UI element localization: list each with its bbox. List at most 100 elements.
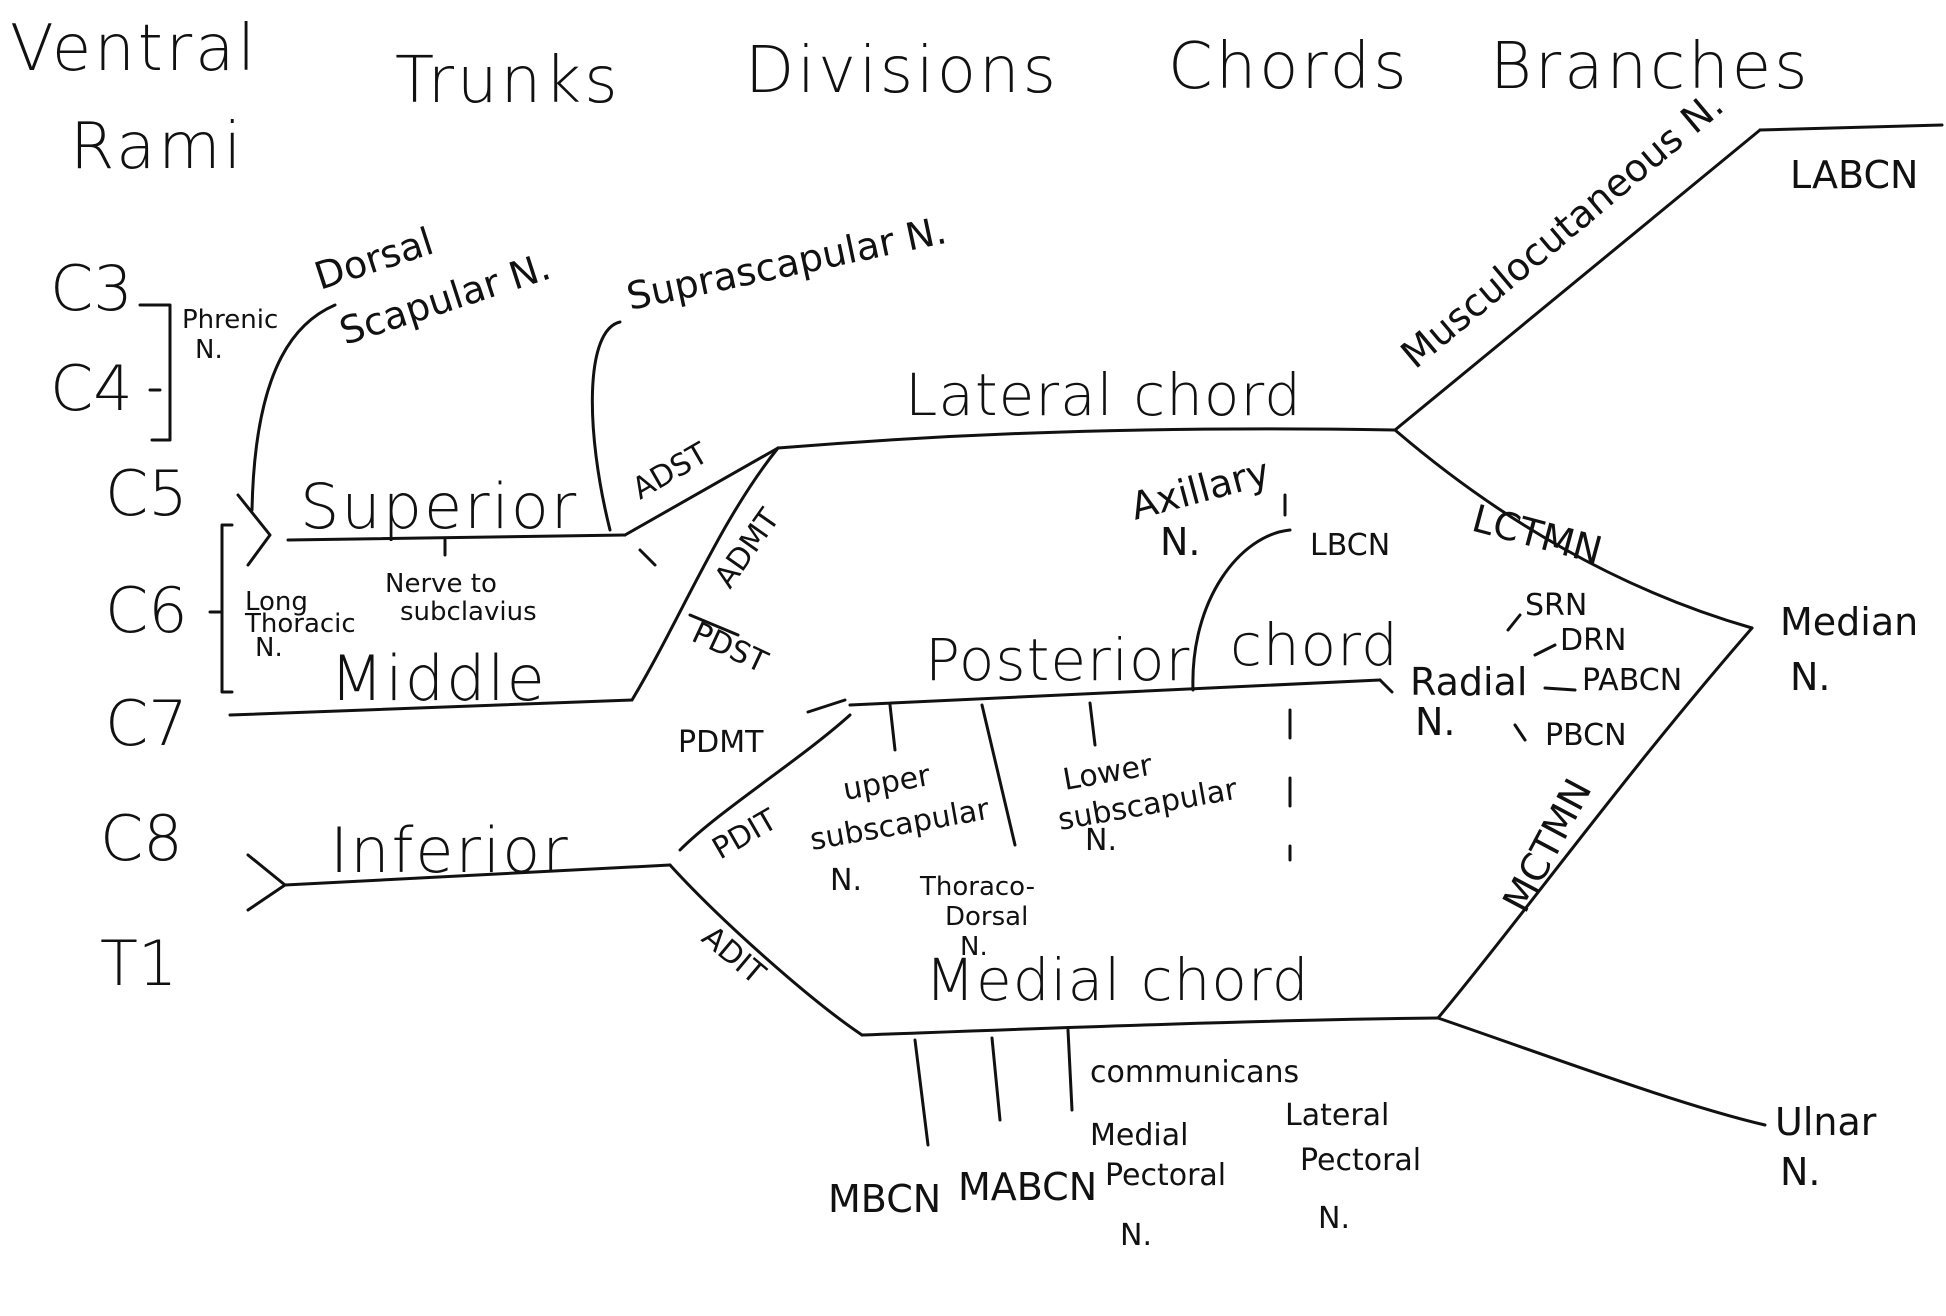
- upper-subscapular-label-2: subscapular: [807, 792, 992, 858]
- axillary-line: [1191, 528, 1292, 692]
- lateral-cord-label: Lateral chord: [905, 361, 1302, 429]
- admt-label: ADMT: [708, 502, 787, 595]
- pdmt-line: [806, 698, 847, 714]
- median-label-1: Median: [1780, 600, 1918, 644]
- header-chords: Chords: [1168, 30, 1410, 104]
- lbcn-label: LBCN: [1310, 528, 1390, 563]
- medial-cord-label: Medial chord: [925, 946, 1310, 1014]
- suprascapular-label: Suprascapular N.: [623, 208, 951, 319]
- srn-tick: [1506, 613, 1522, 632]
- thoracodorsal-label-3: N.: [960, 932, 988, 962]
- subclavius-label-2: subclavius: [400, 597, 537, 627]
- long-thoracic-label-2: Thoracic: [244, 609, 356, 639]
- pdst-label: PDST: [687, 616, 774, 681]
- axillary-label-2: N.: [1160, 520, 1201, 564]
- middle-trunk-line: [228, 698, 634, 717]
- ramus-c8: C8: [100, 802, 183, 875]
- upper-subscapular-label-1: upper: [840, 758, 933, 808]
- radial-label-1: Radial: [1410, 660, 1527, 704]
- median-label-2: N.: [1790, 655, 1831, 699]
- long-thoracic-label-1: Long: [245, 587, 308, 617]
- phrenic-bracket: [150, 303, 172, 442]
- c8-t1-join: [246, 853, 287, 912]
- mbcn-line: [913, 1038, 930, 1147]
- musculocutaneous-line: [1393, 128, 1762, 432]
- lctmn-line: [1393, 428, 1754, 630]
- subclavius-label-1: Nerve to: [385, 569, 497, 599]
- long-thoracic-label-3: N.: [255, 633, 283, 663]
- labcn-label: LABCN: [1790, 153, 1918, 197]
- pbcn-label: PBCN: [1545, 718, 1627, 753]
- ramus-c4: C4: [50, 352, 133, 425]
- ulnar-line: [1436, 1016, 1767, 1127]
- lateral-pectoral-label-3: N.: [1318, 1201, 1350, 1236]
- pdmt-label: PDMT: [678, 725, 764, 760]
- lateral-cord-line: [776, 427, 1397, 450]
- dorsal-scapular-line: [250, 303, 337, 512]
- medial-pectoral-line: [1066, 1028, 1074, 1112]
- admt-line: [630, 446, 780, 702]
- trunk-superior-label: Superior: [300, 470, 578, 543]
- ramus-c7: C7: [105, 687, 188, 760]
- radial-label-2: N.: [1415, 700, 1456, 744]
- mabcn-line: [990, 1036, 1002, 1122]
- posterior-cord-end: [1378, 678, 1394, 694]
- pdst-line: [688, 613, 740, 637]
- mctmn-label: MCTMN: [1494, 772, 1600, 920]
- thoracodorsal-label-2: Dorsal: [945, 902, 1028, 932]
- drn-tick: [1533, 643, 1557, 657]
- ulnar-label-1: Ulnar: [1775, 1100, 1877, 1144]
- axillary-label-1: Axillary: [1126, 450, 1274, 529]
- header-rami: Rami: [70, 110, 244, 184]
- ramus-t1: T1: [100, 927, 177, 1000]
- medial-cord-line: [860, 1016, 1440, 1037]
- ramus-c6: C6: [105, 574, 188, 647]
- pdit-line: [678, 713, 852, 852]
- upper-subscapular-line: [888, 703, 897, 752]
- thoracodorsal-label-1: Thoraco-: [919, 872, 1035, 902]
- ulnar-label-2: N.: [1780, 1150, 1821, 1194]
- adst-line: [623, 446, 780, 537]
- phrenic-label-n: N.: [195, 335, 223, 365]
- suprascapular-line: [590, 320, 622, 532]
- pdit-label: PDIT: [707, 802, 784, 867]
- communicans-label: communicans: [1090, 1055, 1299, 1090]
- phrenic-label: Phrenic: [182, 305, 278, 335]
- header-ventral: Ventral: [10, 12, 258, 86]
- adit-line: [668, 863, 864, 1037]
- srn-label: SRN: [1525, 588, 1587, 623]
- mbcn-label: MBCN: [828, 1177, 941, 1221]
- adst-label: ADST: [627, 436, 715, 507]
- lower-subscapular-label-3: N.: [1085, 823, 1117, 858]
- posterior-cord-label-b: chord: [1230, 611, 1399, 679]
- superior-trunk-line: [286, 533, 627, 542]
- labcn-line: [1758, 123, 1944, 132]
- lateral-pectoral-label-2: Pectoral: [1300, 1143, 1421, 1178]
- mabcn-label: MABCN: [958, 1165, 1097, 1209]
- medial-pectoral-label-2: Pectoral: [1105, 1158, 1226, 1193]
- long-thoracic-bracket: [220, 523, 234, 694]
- pabcn-label: PABCN: [1582, 663, 1682, 698]
- header-branches: Branches: [1490, 30, 1810, 104]
- inferior-trunk-line: [283, 863, 672, 887]
- drn-label: DRN: [1560, 623, 1626, 658]
- mctmn-line: [1436, 626, 1754, 1020]
- thoracodorsal-line: [980, 703, 1017, 847]
- plexus-lines: [138, 123, 1944, 1147]
- medial-pectoral-label-1: Medial: [1090, 1118, 1188, 1153]
- posterior-cord-line: [848, 678, 1382, 707]
- trunk-inferior-label: Inferior: [330, 814, 570, 887]
- lower-subscapular-line: [1088, 701, 1097, 747]
- ramus-c5: C5: [105, 457, 188, 530]
- musculocutaneous-label: Musculocutaneous N.: [1393, 82, 1732, 377]
- header-trunks: Trunks: [395, 44, 621, 118]
- posterior-cord-label-a: Posterior: [925, 626, 1190, 694]
- medial-pectoral-label-3: N.: [1120, 1218, 1152, 1253]
- pdst-tick: [638, 548, 657, 567]
- lateral-pectoral-label-1: Lateral: [1285, 1098, 1389, 1133]
- header-divisions: Divisions: [745, 34, 1059, 108]
- upper-subscapular-label-3: N.: [830, 863, 862, 898]
- c5-c6-join: [236, 493, 272, 567]
- pbcn-tick: [1513, 723, 1527, 742]
